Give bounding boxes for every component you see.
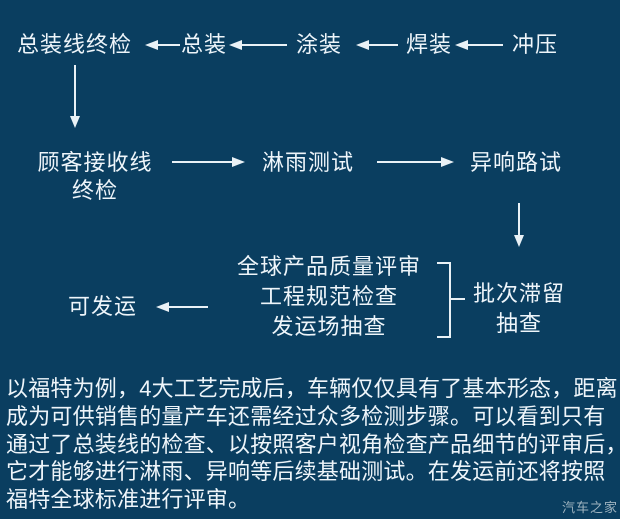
- flow-stage-painting: 涂装: [296, 32, 343, 57]
- arrow-left-icon: [156, 302, 208, 312]
- caption-line: 它才能够进行淋雨、异响等后续基础测试。在发运前还将按照: [6, 459, 606, 485]
- arrow-right-icon: [377, 157, 454, 167]
- arrow-down-icon: [70, 65, 80, 128]
- autohome-watermark: 汽车之家: [562, 500, 619, 515]
- flow-stage-batch-hold-sampling: 批次滞留 抽查: [460, 279, 578, 339]
- arrow-down-icon: [514, 203, 524, 247]
- flow-stage-noise-road-test: 异响路试: [470, 150, 563, 175]
- review-item-shipping-yard-sampling: 发运场抽查: [271, 314, 387, 339]
- arrow-left-icon: [455, 40, 503, 50]
- arrow-left-icon: [145, 40, 180, 50]
- caption-paragraph: 以福特为例，4大工艺完成后，车辆仅仅具有了基本形态，距离 成为可供销售的量产车还…: [6, 375, 620, 514]
- flow-stage-stamping: 冲压: [512, 32, 559, 57]
- caption-line: 以福特为例，4大工艺完成后，车辆仅仅具有了基本形态，距离: [6, 376, 618, 401]
- flow-stage-final-assembly-check: 总装线终检: [17, 32, 133, 57]
- bracket-bottom-tick: [437, 336, 450, 338]
- review-item-global-quality-review: 全球产品质量评审: [236, 254, 421, 279]
- flow-stage-welding: 焊装: [406, 32, 453, 57]
- flow-stage-rain-test: 淋雨测试: [262, 150, 355, 175]
- caption-line: 通过了总装线的检查、以按照客户视角检查产品细节的评审后，: [6, 431, 620, 457]
- flow-stage-customer-acceptance-line1: 顾客接收线: [37, 150, 153, 175]
- flow-stage-batch-hold-line2: 抽查: [495, 311, 542, 336]
- flow-stage-customer-acceptance-line2: 终检: [71, 178, 118, 203]
- flow-stage-customer-acceptance-check: 顾客接收线 终检: [36, 149, 154, 205]
- bracket-top-tick: [437, 262, 450, 264]
- arrow-right-icon: [172, 157, 245, 167]
- flow-stage-batch-hold-line1: 批次滞留: [472, 281, 565, 306]
- bracket-middle-tick: [449, 298, 465, 300]
- arrow-left-icon: [356, 40, 398, 50]
- bracket-vertical-line: [449, 262, 451, 338]
- flow-stage-ready-to-ship: 可发运: [68, 294, 138, 319]
- review-items-stack: 全球产品质量评审 工程规范检查 发运场抽查: [229, 256, 429, 346]
- caption-line: 成为可供销售的量产车还需经过众多检测步骤。可以看到只有: [6, 403, 606, 429]
- caption-line: 福特全球标准进行评审。: [6, 487, 251, 513]
- arrow-left-icon: [229, 40, 287, 50]
- flow-stage-general-assembly: 总装: [181, 32, 228, 57]
- review-item-engineering-spec-check: 工程规范检查: [259, 284, 398, 309]
